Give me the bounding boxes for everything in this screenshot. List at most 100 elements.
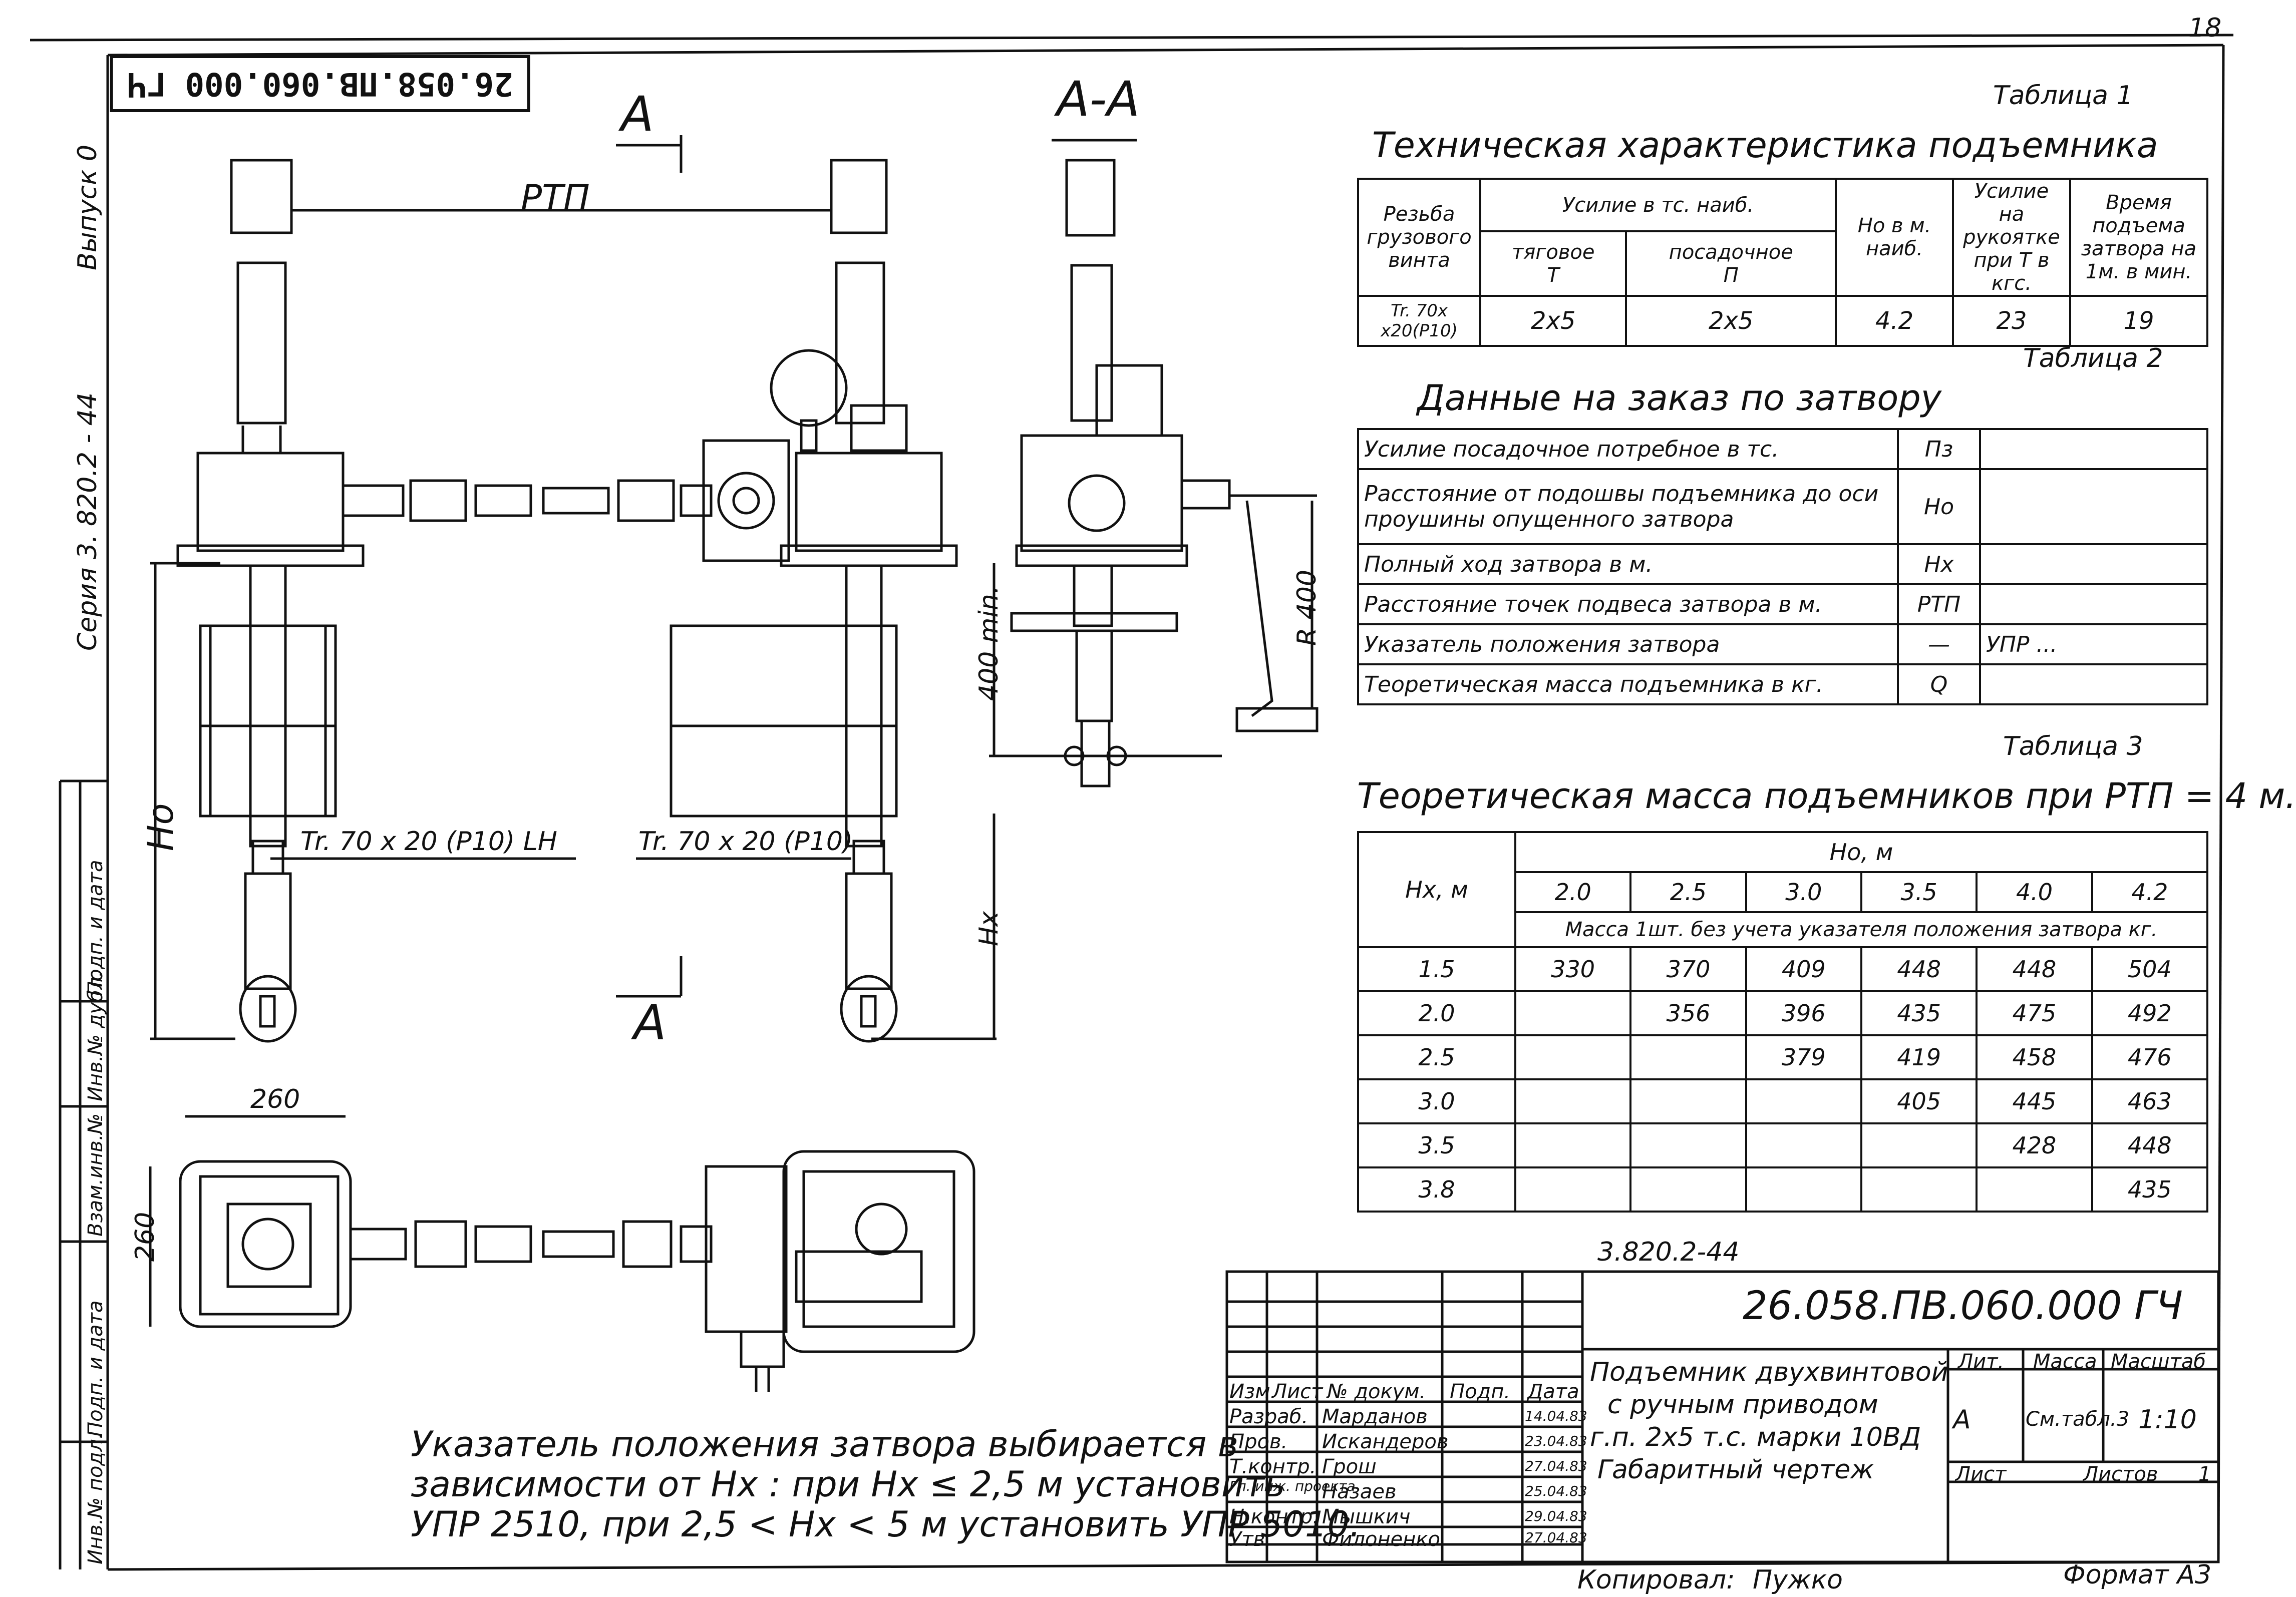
- t1-h-ho: Hо в м. наиб.: [1835, 178, 1954, 297]
- t2-row-sym: —: [1897, 623, 1981, 665]
- t2-row-name: Теоретическая масса подъемника в кг.: [1357, 663, 1899, 705]
- footer-copied-label: Копировал:: [1577, 1565, 1735, 1595]
- t3-cell: [1860, 1166, 1978, 1213]
- page-number: 18: [2188, 13, 2222, 43]
- t3-cell: 409: [1745, 946, 1862, 992]
- ho-label: Hо: [140, 803, 181, 851]
- t3-cell: [1629, 1122, 1747, 1168]
- t3-cell: [1514, 1078, 1632, 1124]
- table2: Усилие посадочное потребное в тс. Пз Рас…: [1357, 428, 2208, 705]
- t2-row-name: Расстояние от подошвы подъемника до оси …: [1357, 468, 1899, 545]
- margin-vypusk: Выпуск 0: [73, 144, 103, 270]
- margin-label-inv-podl: Инв.№ подл.: [84, 1432, 107, 1564]
- t3-cell: 428: [1976, 1122, 2093, 1168]
- tb-date: 27.04.83: [1525, 1529, 1587, 1546]
- t3-cell: 448: [1860, 946, 1978, 992]
- t1-h-posad-sym: П: [1723, 263, 1739, 287]
- t3-cell: 419: [1860, 1034, 1978, 1080]
- tb-h-sheets: Листов: [2083, 1463, 2158, 1486]
- note-line-1: Указатель положения затвора выбирается в: [411, 1424, 1238, 1465]
- t3-ho-val: 3.0: [1745, 871, 1862, 913]
- tb-person: Марданов: [1322, 1405, 1428, 1428]
- t3-ho-val: 4.2: [2091, 871, 2209, 913]
- table1: Резьба грузового винта Усилие в тс. наиб…: [1357, 177, 2208, 347]
- t3-cell: 458: [1976, 1034, 2093, 1080]
- t3-cell: 330: [1514, 946, 1632, 992]
- tb-person: Мышкич: [1322, 1505, 1411, 1528]
- tb-role: Разраб.: [1229, 1405, 1308, 1428]
- drawing-sheet: [30, 34, 2234, 1571]
- thread-left-label: Tr. 70 x 20 (P10) LH: [300, 827, 557, 857]
- t3-cell: 492: [2091, 990, 2209, 1036]
- margin-label-vzam: Взам.инв.№: [84, 1113, 107, 1237]
- t2-row-val: [1979, 583, 2208, 625]
- dim-260-vertical: 260: [130, 1212, 160, 1262]
- tb-h-massa: Масса: [2033, 1350, 2097, 1373]
- t2-row-val: [1979, 663, 2208, 705]
- table3-caption: Таблица 3: [2003, 731, 2143, 761]
- margin-label-podp2: Подп. и дата: [84, 1300, 107, 1437]
- t3-cell: 475: [1976, 990, 2093, 1036]
- title-block-series: 3.820.2-44: [1597, 1237, 1740, 1267]
- t2-row-val: [1979, 468, 2208, 545]
- t3-cell: [1860, 1122, 1978, 1168]
- t3-cell: [1629, 1034, 1747, 1080]
- t3-cell: 396: [1745, 990, 1862, 1036]
- tb-v-lit: А: [1953, 1405, 1971, 1435]
- t1-h-tyag-sym: T: [1547, 263, 1559, 287]
- table2-caption: Таблица 2: [2023, 343, 2163, 373]
- t2-row-sym: Hо: [1897, 468, 1981, 545]
- hx-label: Hх: [974, 911, 1004, 946]
- t3-cell: [1629, 1166, 1747, 1213]
- t2-row-name: Полный ход затвора в м.: [1357, 543, 1899, 585]
- t3-cell: 445: [1976, 1078, 2093, 1124]
- tb-h-izm: Изм.: [1229, 1380, 1277, 1403]
- tb-date: 14.04.83: [1525, 1408, 1587, 1424]
- t1-v-posad: 2x5: [1625, 295, 1837, 347]
- t3-hx: 3.8: [1357, 1166, 1516, 1213]
- tb-date: 25.04.83: [1525, 1483, 1587, 1499]
- t3-cell: 448: [1976, 946, 2093, 992]
- t2-row-name: Расстояние точек подвеса затвора в м.: [1357, 583, 1899, 625]
- tb-date: 27.04.83: [1525, 1458, 1587, 1474]
- t3-cell: [1745, 1166, 1862, 1213]
- t2-row-val: [1979, 543, 2208, 585]
- tb-h-doc: № докум.: [1327, 1380, 1426, 1403]
- footer-copied-name: Пужко: [1753, 1565, 1843, 1595]
- t1-h-time: Время подъема затвора на 1м. в мин.: [2069, 178, 2208, 297]
- t3-cell: [1745, 1078, 1862, 1124]
- t2-row-sym: Hх: [1897, 543, 1981, 585]
- tb-h-podp: Подп.: [1450, 1380, 1511, 1403]
- t3-cell: 370: [1629, 946, 1747, 992]
- t3-cell: 504: [2091, 946, 2209, 992]
- tb-h-masshtab: Масштаб: [2111, 1350, 2206, 1373]
- table3: Hх, м Hо, м 2.0 2.5 3.0 3.5 4.0 4.2 Масс…: [1357, 831, 2209, 1213]
- title-block-name-3: г.п. 2x5 т.с. марки 10ВД: [1590, 1422, 1921, 1452]
- mirrored-doc-stamp: 26.058.ПВ.060.000 ГЧ: [110, 55, 530, 112]
- note-line-3: УПР 2510, при 2,5 < Hх < 5 м установить …: [411, 1504, 1361, 1545]
- section-label-a-top: A: [621, 86, 654, 142]
- dim-400-min: 400 min.: [974, 585, 1004, 701]
- t3-cell: [1514, 990, 1632, 1036]
- t3-ho-val: 2.5: [1629, 871, 1747, 913]
- t3-cell: [1514, 1034, 1632, 1080]
- tb-v-masshtab: 1:10: [2138, 1405, 2197, 1435]
- t3-hx: 2.0: [1357, 990, 1516, 1036]
- t3-h-ho: Hо, м: [1514, 831, 2208, 873]
- t3-hx: 2.5: [1357, 1034, 1516, 1080]
- dim-r400: R 400: [1292, 570, 1322, 646]
- t1-v-tyag: 2x5: [1479, 295, 1627, 347]
- t3-cell: 356: [1629, 990, 1747, 1036]
- t1-h-ruk: Усилие на рукоятке при T в кгс.: [1952, 178, 2071, 297]
- t3-ho-val: 2.0: [1514, 871, 1632, 913]
- margin-seriya: Серия 3. 820.2 - 44: [73, 392, 103, 651]
- title-block-name-4: Габаритный чертеж: [1597, 1455, 1874, 1485]
- t2-row-name: Указатель положения затвора: [1357, 623, 1899, 665]
- tb-role: Пров.: [1229, 1430, 1288, 1453]
- table3-title: Теоретическая масса подъемников при РТП …: [1357, 775, 2296, 817]
- tb-role: Т.контр.: [1229, 1455, 1317, 1478]
- table1-caption: Таблица 1: [1993, 81, 2133, 111]
- t3-cell: 448: [2091, 1122, 2209, 1168]
